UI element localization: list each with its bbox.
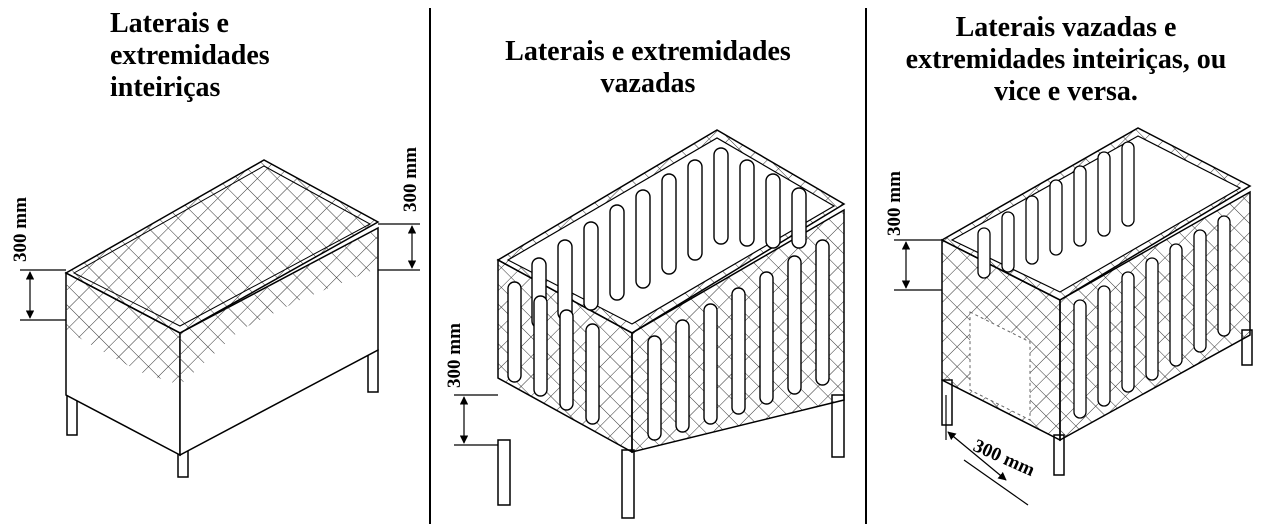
crib-slat: [661, 173, 677, 275]
crib-slat: [815, 239, 830, 386]
crib-slat: [791, 187, 807, 249]
crib-slat: [713, 147, 729, 245]
crib-slat: [675, 319, 690, 433]
crib-slat: [977, 227, 991, 279]
crib-slat: [1097, 151, 1111, 237]
crib-slat: [609, 204, 625, 301]
panel-slatted-sides: Laterais e extremidades vazadas: [432, 0, 864, 524]
crib-slat: [1217, 215, 1231, 337]
crib-slat: [583, 221, 599, 311]
panel-mixed-sides: Laterais vazadas e extremidades inteiriç…: [868, 0, 1264, 524]
crib-slat: [703, 303, 718, 425]
panel-divider-1: [429, 8, 431, 524]
dimension-label: 300 mm: [884, 171, 905, 236]
crib-slat: [765, 173, 781, 249]
crib-slat: [1073, 165, 1087, 247]
crib-slat: [1193, 229, 1207, 353]
panel-title: Laterais e extremidades vazadas: [432, 36, 864, 100]
crib-leg: [621, 449, 635, 519]
crib-leg: [367, 349, 379, 393]
panel-title: Laterais vazadas e extremidades inteiriç…: [868, 12, 1264, 108]
title-line: inteiriças: [110, 72, 221, 103]
crib-slat: [787, 255, 802, 395]
crib-slat: [557, 239, 573, 321]
crib-slat: [687, 159, 703, 261]
title-line: vazadas: [600, 68, 696, 99]
crib-top-opening: [64, 159, 380, 334]
crib-slat: [1121, 141, 1135, 227]
crib-solid-drawing: 300 mm 300 mm: [10, 147, 421, 478]
crib-slat: [507, 281, 522, 383]
crib-leg: [1053, 434, 1065, 476]
crib-leg: [497, 439, 511, 506]
title-line: Laterais e: [110, 8, 229, 39]
crib-top-rail: [72, 165, 372, 327]
title-line: extremidades inteiriças, ou: [905, 44, 1227, 75]
crib-slat: [1073, 299, 1087, 419]
crib-slat: [559, 309, 574, 411]
crib-slat: [647, 335, 662, 441]
dimension-label: 300 mm: [400, 147, 421, 212]
crib-slat: [585, 323, 600, 425]
crib-slat: [739, 159, 755, 247]
dimension-label: 300 mm: [10, 197, 31, 262]
panel-title: Laterais e extremidades inteiriças: [110, 8, 350, 104]
dimension-label: 300 mm: [444, 323, 465, 388]
crib-slat: [1145, 257, 1159, 381]
mesh-zone: [66, 273, 180, 385]
crib-slat: [1001, 211, 1015, 273]
title-line: extremidades: [110, 40, 270, 71]
title-line: Laterais e extremidades: [505, 36, 791, 67]
crib-mixed-drawing: 300 mm 300 mm: [884, 127, 1253, 506]
crib-leg: [831, 394, 845, 458]
crib-slat: [635, 189, 651, 289]
title-line: vice e versa.: [994, 76, 1138, 107]
crib-slat: [731, 287, 746, 415]
crib-leg: [941, 379, 953, 426]
crib-slat: [759, 271, 774, 405]
mesh-zone: [180, 228, 378, 385]
panel-solid-sides: Laterais e extremidades inteiriças 300 m…: [0, 0, 428, 524]
crib-slat: [1169, 243, 1183, 367]
panel-divider-2: [865, 8, 867, 524]
crib-slat: [1025, 195, 1039, 265]
dimension-label: 300 mm: [970, 435, 1038, 481]
crib-slat: [1097, 285, 1111, 407]
title-line: Laterais vazadas e: [955, 12, 1177, 43]
crib-slat: [1049, 179, 1063, 256]
unhatched-zone: [969, 311, 1031, 421]
crib-slat: [533, 295, 548, 397]
crib-slat: [1121, 271, 1135, 393]
crib-slatted-drawing: 300 mm: [444, 129, 846, 519]
